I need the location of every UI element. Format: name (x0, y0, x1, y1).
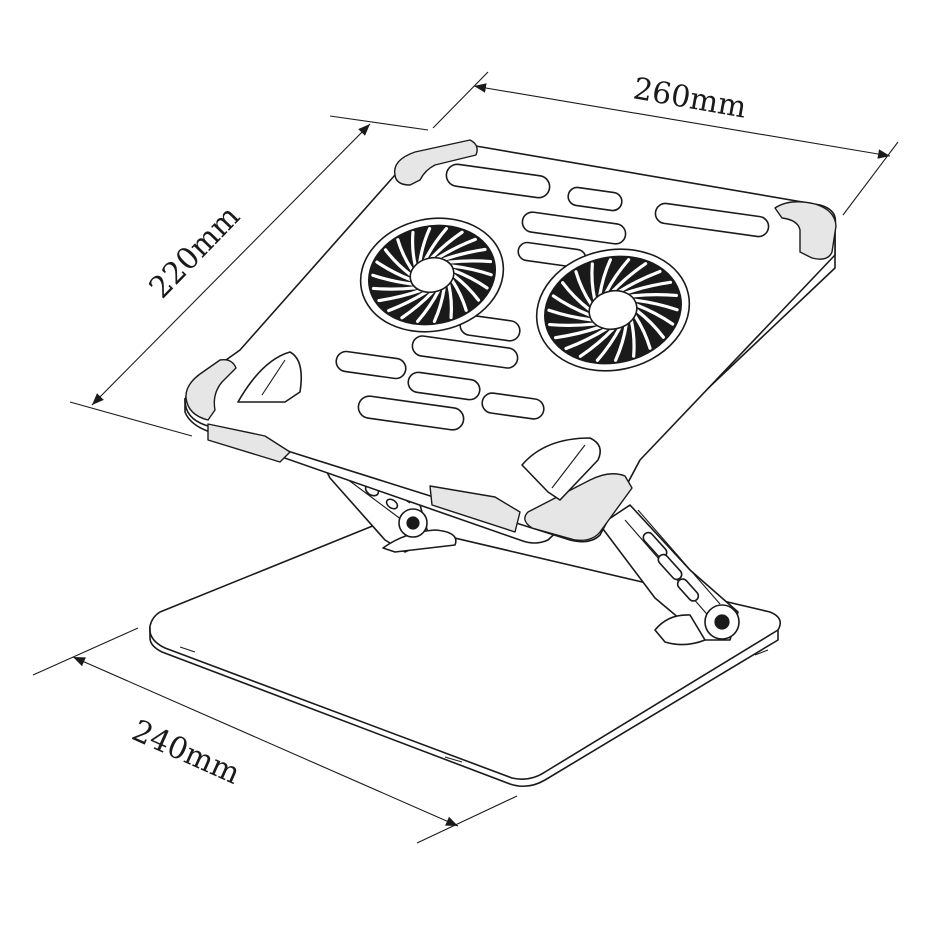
fan-blade (410, 230, 417, 268)
fan-blade (590, 262, 597, 302)
fan-blade (595, 325, 622, 362)
fan-blade (451, 268, 489, 290)
fan-blade (371, 286, 418, 291)
front-lip-left (207, 423, 291, 463)
fan-blade (432, 286, 446, 323)
fan-blade (598, 258, 612, 298)
fan-blade (548, 322, 597, 327)
fan-blade (553, 325, 603, 340)
fan-blade (418, 227, 432, 264)
corner-pad-back-right (774, 201, 837, 260)
fan-blade (415, 289, 441, 324)
base-plate (148, 521, 781, 788)
fan-blade (371, 273, 414, 286)
fan-blade (436, 237, 477, 260)
fan-blade (614, 322, 628, 362)
corner-pad-back-left (393, 139, 478, 186)
fan-blade (446, 259, 493, 264)
right-support-arm (599, 504, 740, 646)
depth-label: 220mm (143, 199, 247, 305)
fan-blade (635, 308, 665, 339)
fan-blade (383, 248, 412, 277)
fan-blade (633, 313, 652, 350)
fan-blade (423, 226, 449, 261)
corner-pad-front-right (524, 473, 633, 542)
fan-blade (551, 294, 592, 317)
fan-blade (452, 273, 481, 302)
vent-slots (335, 163, 770, 431)
fan-blade (400, 290, 435, 320)
cooling-fan-left (359, 217, 505, 333)
fan-blade (447, 282, 454, 320)
fan-blade (604, 258, 631, 295)
fan-blade (632, 298, 679, 312)
fan-blade (629, 318, 636, 358)
fan-blade (450, 264, 493, 277)
fan-blade (623, 280, 673, 295)
fan-blade (617, 269, 662, 294)
fan-blade (396, 238, 414, 272)
fan-blade (574, 270, 593, 307)
right-stopper (521, 437, 601, 501)
front-lip-center (429, 485, 521, 533)
fan-blade (610, 262, 648, 293)
top-plate (184, 139, 837, 544)
fan-blade (450, 278, 468, 312)
fan-blade (441, 247, 487, 262)
fan-blade (561, 281, 591, 312)
fan-blade (564, 326, 609, 351)
fan-blade (375, 260, 413, 282)
cooling-fan-right (535, 248, 691, 372)
fan-blade (547, 308, 594, 322)
fan-blade (578, 327, 616, 358)
fan-blade (387, 290, 428, 313)
width-label: 260mm (631, 71, 749, 125)
fan-blade (377, 288, 423, 303)
fan-blade (634, 303, 675, 326)
fan-blade (429, 230, 464, 260)
fan-blade (629, 293, 678, 298)
